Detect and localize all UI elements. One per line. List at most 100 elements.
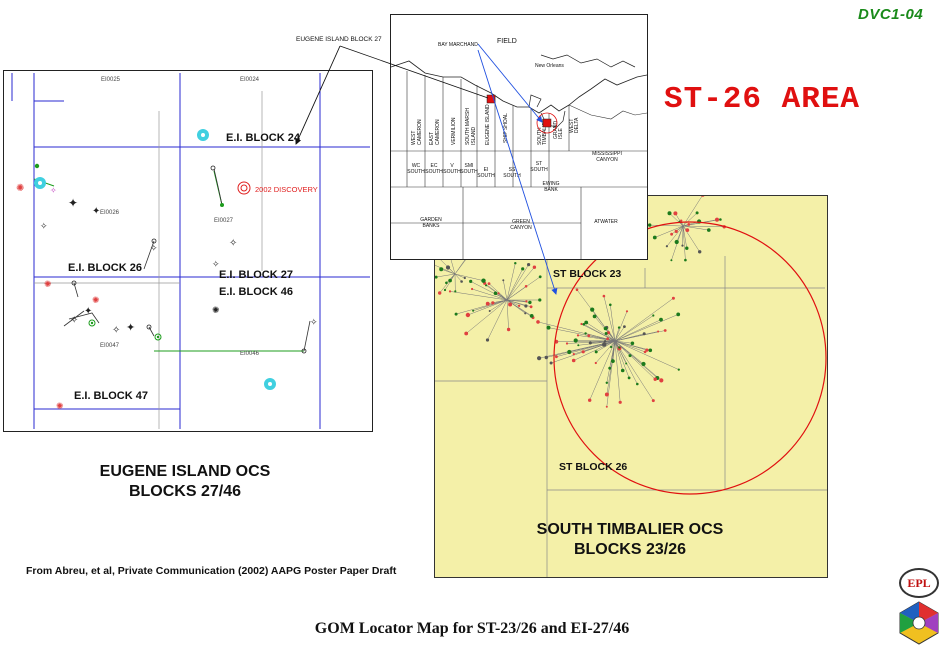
st-well-marker (525, 300, 528, 303)
st-well-marker (485, 338, 490, 342)
st-well-marker (627, 376, 631, 380)
st-well-marker (695, 211, 699, 215)
st-well-marker (610, 345, 613, 349)
st-well-marker (603, 340, 607, 343)
st-well-marker (567, 349, 572, 355)
st-well-path (614, 311, 628, 342)
label-ewing-bank-1: EWING (543, 181, 560, 187)
st-well-marker (642, 332, 646, 336)
label-grand-isle-1: GRAND (553, 121, 559, 139)
epl-logo: EPL (899, 568, 939, 598)
st-well-path (588, 335, 616, 342)
block-code-ei25: EI0025 (101, 77, 121, 83)
source-citation: From Abreu, et al, Private Communication… (26, 565, 397, 577)
label-v-south-2: SOUTH (443, 169, 461, 175)
st-well-path (614, 340, 633, 344)
svg-text:✺: ✺ (212, 305, 220, 315)
st-well-path (614, 314, 679, 342)
st-well-marker (645, 348, 649, 352)
label-atwater: ATWATER (594, 219, 618, 225)
st-well-marker (584, 320, 589, 325)
label-ss-south-1: SS (509, 167, 516, 173)
st-well-marker (653, 377, 657, 381)
eugene-island-map-svg: ✦ ✦ ✧ ✧ ✧ ✦ ✦ ✧ ✧ ✺ ✧ ✧ ✺ ✺ ✺ ✺ ✧ (11, 73, 370, 429)
st-well-path (449, 291, 508, 301)
label-garden-banks-1: GARDEN (420, 217, 442, 223)
st-well-marker (618, 346, 621, 349)
st-well-marker (652, 314, 655, 317)
st-well-path (610, 304, 616, 342)
label-green-canyon-1: GREEN (512, 219, 530, 225)
st-well-marker (590, 307, 595, 312)
cyan-platforms (34, 129, 276, 390)
st-well-path (495, 293, 508, 301)
st-26-area-circle (553, 221, 827, 495)
st-well-marker (594, 350, 598, 354)
label-v-south-1: V (450, 163, 454, 169)
st-well-marker (544, 355, 548, 360)
label-mississippi-canyon-2: CANYON (596, 157, 618, 163)
st-well-marker (625, 362, 628, 365)
st-well-marker (575, 288, 579, 292)
label-south-marsh-island-1: SOUTH MARSH (465, 108, 471, 145)
st-well-path (614, 297, 674, 342)
st-well-marker (673, 211, 678, 216)
st-well-marker (648, 223, 652, 227)
label-st-south-1: ST (536, 161, 542, 167)
label-ship-shoal: SHIP SHOAL (503, 113, 509, 143)
st-well-marker (571, 358, 576, 363)
st-well-marker (685, 246, 689, 250)
st-well-path (487, 299, 508, 304)
svg-text:✧: ✧ (310, 317, 318, 327)
block-code-ei47: EI0047 (100, 343, 120, 349)
st-well-marker (485, 284, 488, 287)
st-well-path (614, 319, 662, 342)
st-well-markers (427, 193, 726, 408)
st-well-path (466, 299, 508, 334)
st-well-path (605, 328, 616, 342)
st-well-path (586, 322, 616, 342)
st-well-marker (677, 368, 680, 371)
st-well-marker (651, 399, 655, 403)
area-title: ST-26 AREA (664, 82, 861, 117)
st-well-marker (625, 310, 629, 313)
st-well-path (682, 225, 684, 246)
label-st-south-2: SOUTH (530, 167, 548, 173)
st-well-marker (684, 258, 687, 262)
label-ei-block-26: E.I. BLOCK 26 (68, 262, 142, 274)
st-well-marker (641, 361, 646, 367)
st-well-marker (448, 278, 452, 283)
coastline-detail (540, 54, 636, 68)
st-well-marker (443, 288, 447, 292)
st-well-marker (602, 342, 607, 347)
st-well-marker (438, 291, 442, 295)
st-well-path (614, 326, 625, 342)
block-code-ei27: EI0027 (214, 218, 234, 224)
st-well-marker (471, 287, 474, 291)
epl-logo-text: EPL (907, 575, 931, 590)
st-well-marker (546, 325, 551, 330)
st-well-path (590, 340, 616, 344)
label-ewing-bank-2: BANK (544, 187, 558, 193)
st-well-paths (429, 194, 725, 407)
st-well-path (614, 315, 654, 342)
st-well-marker (576, 334, 580, 337)
svg-text:✺: ✺ (16, 183, 24, 194)
st-well-path (506, 299, 527, 302)
st-well-marker (517, 304, 521, 307)
st-block-grid (435, 256, 827, 577)
st-well-path (454, 273, 465, 279)
st-well-marker (643, 350, 647, 354)
st-well-marker (687, 223, 691, 226)
svg-text:✦: ✦ (126, 322, 135, 334)
st-well-path (506, 263, 516, 301)
label-eugene-island: EUGENE ISLAND (485, 104, 491, 145)
label-st-block-26: ST BLOCK 26 (559, 461, 627, 473)
st-well-path (614, 340, 656, 380)
label-ss-south-2: SOUTH (503, 173, 521, 179)
st-well-marker (606, 331, 611, 335)
st-well-marker (602, 294, 606, 298)
st-well-path (506, 276, 541, 301)
gulf-locator-map-svg: BAY MARCHAND FIELD New Orleans WEST CAME… (390, 38, 648, 259)
st-well-path (610, 340, 616, 348)
